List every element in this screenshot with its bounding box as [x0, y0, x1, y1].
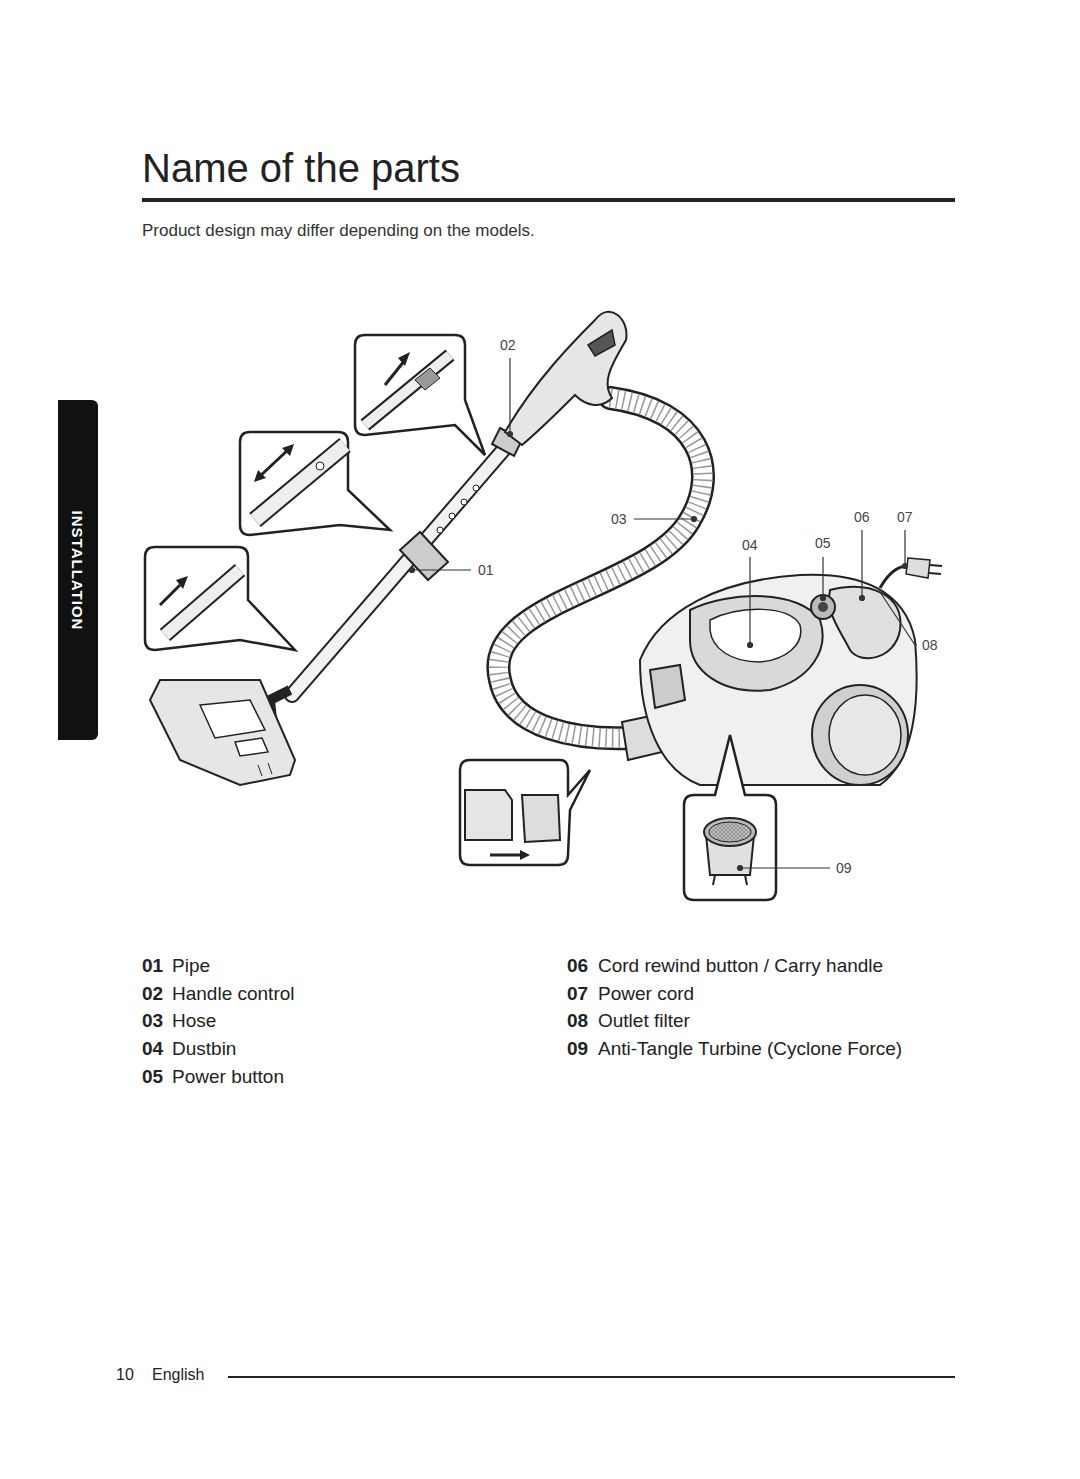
part-number: 04	[142, 1039, 163, 1060]
subtitle: Product design may differ depending on t…	[142, 222, 535, 241]
callout-number: 04	[741, 538, 759, 553]
part-number: 01	[142, 956, 163, 977]
callout-number: 03	[610, 512, 628, 527]
callout-number: 01	[477, 563, 495, 578]
section-label: INSTALLATION	[70, 510, 87, 630]
part-number: 05	[142, 1067, 163, 1088]
page-language: English	[152, 1366, 204, 1384]
part-number: 02	[142, 984, 163, 1005]
part-name: Outlet filter	[598, 1011, 690, 1032]
part-name: Anti-Tangle Turbine (Cyclone Force)	[598, 1039, 902, 1060]
callout-number: 06	[853, 510, 871, 525]
part-name: Power button	[172, 1067, 284, 1088]
part-number: 06	[567, 956, 588, 977]
part-number: 08	[567, 1011, 588, 1032]
callout-number: 08	[921, 638, 939, 653]
part-name: Handle control	[172, 984, 295, 1005]
part-name: Power cord	[598, 984, 694, 1005]
callout-number: 05	[814, 536, 832, 551]
part-number: 07	[567, 984, 588, 1005]
part-name: Hose	[172, 1011, 216, 1032]
part-name: Pipe	[172, 956, 210, 977]
part-name: Cord rewind button / Carry handle	[598, 956, 883, 977]
callout-number: 09	[835, 861, 853, 876]
page-title: Name of the parts	[142, 146, 460, 190]
page-number: 10	[116, 1366, 134, 1384]
part-name: Dustbin	[172, 1039, 236, 1060]
part-number: 03	[142, 1011, 163, 1032]
section-tab: INSTALLATION	[58, 400, 98, 740]
part-number: 09	[567, 1039, 588, 1060]
callout-number: 07	[896, 510, 914, 525]
callout-number: 02	[499, 338, 517, 353]
